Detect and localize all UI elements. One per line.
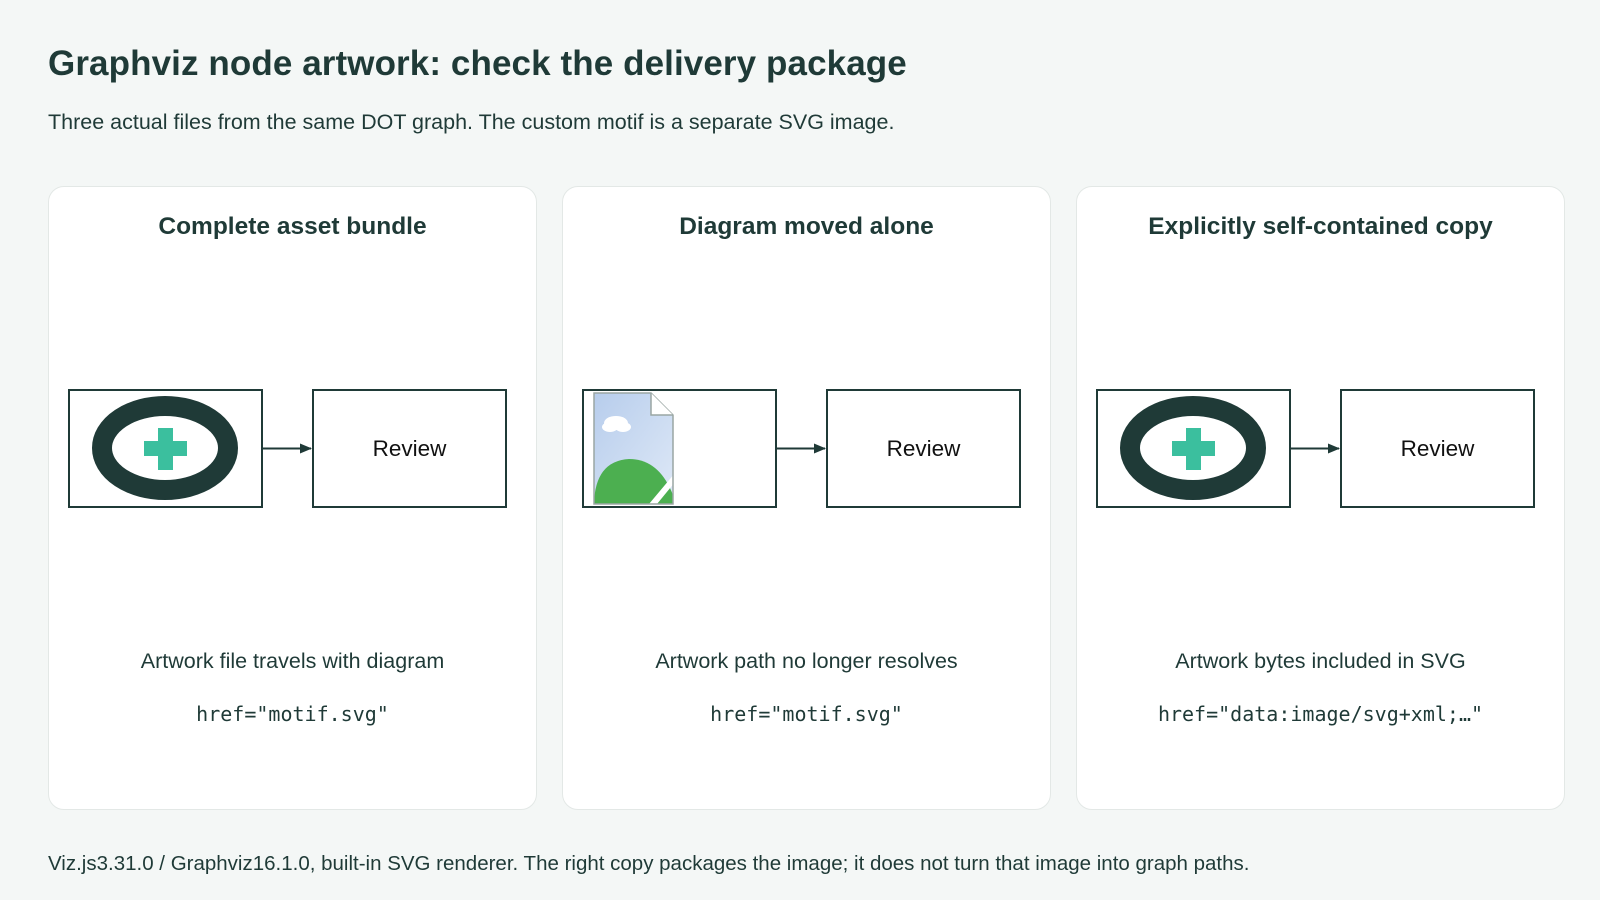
footer-note: Viz.js3.31.0 / Graphviz16.1.0, built-in … bbox=[48, 852, 1250, 875]
broken-image-icon bbox=[593, 392, 674, 505]
graph-diagram: Review bbox=[1096, 389, 1535, 508]
panel-code: href="motif.svg" bbox=[196, 702, 389, 726]
page-title: Graphviz node artwork: check the deliver… bbox=[48, 44, 907, 83]
panel-title: Explicitly self-contained copy bbox=[1148, 213, 1493, 240]
panel-caption: Artwork file travels with diagram bbox=[140, 649, 445, 673]
graph-diagram: Review bbox=[582, 389, 1021, 508]
panel-code: href="motif.svg" bbox=[710, 702, 903, 726]
panel-complete-bundle: Complete asset bundle Review Artwork fil… bbox=[48, 186, 537, 810]
review-node-label: Review bbox=[1401, 436, 1476, 461]
review-node bbox=[312, 389, 507, 508]
panel-caption: Artwork path no longer resolves bbox=[655, 649, 958, 673]
review-node-label: Review bbox=[373, 436, 448, 461]
panel-diagram-moved-alone: Diagram moved alone bbox=[562, 186, 1051, 810]
motif-icon bbox=[1120, 396, 1266, 500]
graph-diagram: Review bbox=[68, 389, 507, 508]
panel-title: Diagram moved alone bbox=[679, 213, 934, 240]
page-subtitle: Three actual files from the same DOT gra… bbox=[48, 110, 895, 134]
review-node bbox=[826, 389, 1021, 508]
panel-self-contained-copy: Explicitly self-contained copy Review Ar… bbox=[1076, 186, 1565, 810]
motif-icon bbox=[92, 396, 238, 500]
panel-caption: Artwork bytes included in SVG bbox=[1175, 649, 1466, 673]
panel-title: Complete asset bundle bbox=[158, 213, 427, 240]
review-node bbox=[1340, 389, 1535, 508]
panel-code: href="data:image/svg+xml;…" bbox=[1157, 702, 1484, 726]
review-node-label: Review bbox=[887, 436, 962, 461]
